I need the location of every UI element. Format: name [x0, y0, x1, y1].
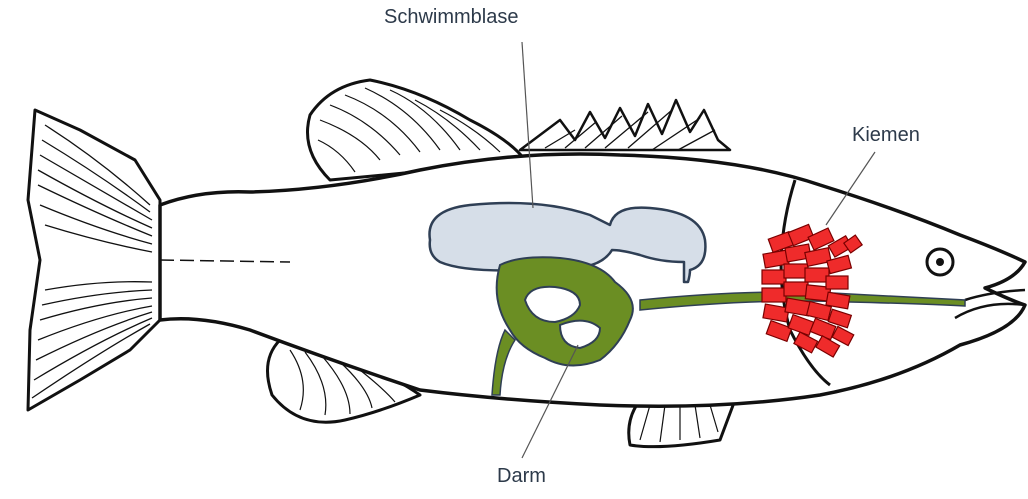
label-gills: Kiemen — [852, 124, 920, 147]
label-intestine: Darm — [497, 465, 546, 488]
tail-fin — [28, 110, 160, 410]
spiny-dorsal-fin — [520, 100, 730, 150]
label-swim-bladder: Schwimmblase — [384, 6, 518, 29]
eye — [927, 249, 953, 275]
